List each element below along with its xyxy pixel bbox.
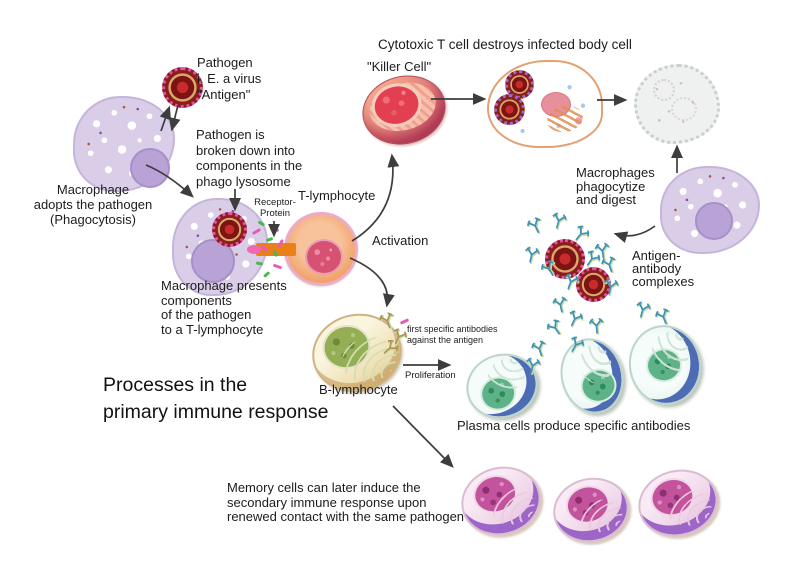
virus-in-phagolysosome-icon (212, 212, 247, 247)
destroyed-cell (634, 64, 720, 144)
infected-body-cell (487, 60, 603, 148)
arrow-macrophage-to-virus (159, 105, 171, 132)
arrow-adopts (145, 164, 194, 198)
plasma-caption: Plasma cells produce specific antibodies (457, 418, 691, 433)
proliferation-label: Proliferation (405, 370, 456, 381)
b-lymphocyte-label: B-lymphocyte (319, 382, 398, 397)
macrophage-digesting-cell (660, 166, 760, 254)
memory-caption: Memory cells can later induce the second… (227, 480, 465, 524)
receptor-protein-icon (247, 243, 296, 256)
adopts-label: Macrophage adopts the pathogen (Phagocyt… (33, 182, 153, 227)
t-lymphocyte-cell (284, 212, 358, 286)
t-lymphocyte-label: T-lymphocyte (298, 188, 376, 203)
activation-label: Activation (372, 233, 429, 248)
arrow-virus-to-macrophage (168, 104, 181, 132)
cytotoxic-caption: Cytotoxic T cell destroys infected body … (378, 37, 632, 52)
antigen-antibody-label: Antigen- antibody complexes (632, 248, 695, 289)
receptor-protein-label: Receptor- Protein (254, 197, 296, 219)
macrophage-cell (73, 96, 175, 192)
diagram-title: Processes in the primary immune response (103, 374, 329, 423)
presents-label: Macrophage presents components of the pa… (161, 278, 287, 337)
first-antibodies-label: first specific antibodies against the an… (407, 324, 498, 345)
arrow-activation-up (351, 153, 400, 242)
breakdown-label: Pathogen is broken down into components … (196, 127, 303, 189)
complex-virus-icon (545, 239, 585, 279)
macrophages-digest-label: Macrophages phagocytize and digest (576, 165, 655, 207)
killer-cell-label: "Killer Cell" (367, 59, 432, 74)
pathogen-label: Pathogen i. E. a virus "Antigen" (197, 55, 262, 102)
virus-in-infected-cell-icon (494, 94, 525, 125)
arrow-to-memory-cells (392, 405, 454, 468)
complex-virus-icon (576, 267, 611, 302)
arrow-activation-down (349, 257, 395, 308)
arrow-macrophage-to-complexes (613, 225, 656, 243)
pathogen-virus-icon (162, 67, 203, 108)
